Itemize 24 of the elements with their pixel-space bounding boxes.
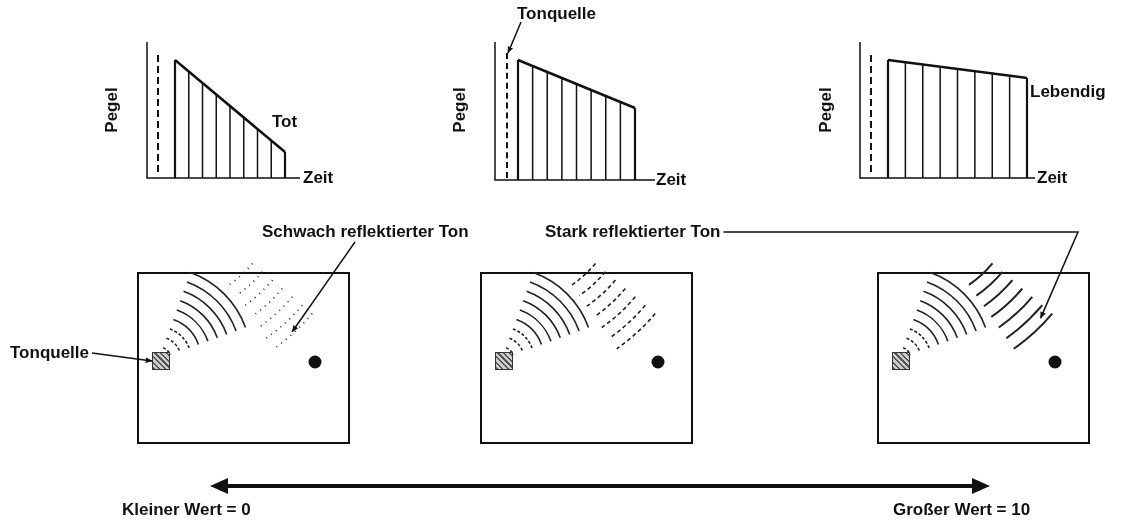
leader-line [91,352,153,363]
curve-label: Lebendig [1030,82,1106,102]
axis-label: Zeit [1037,168,1068,188]
callout-text: Schwach reflektierter Ton [262,222,469,242]
callout-text: Tonquelle [10,343,89,363]
leader-line [507,21,522,54]
curve-label: Tot [272,112,298,132]
axis-label: Pegel [450,87,470,133]
leader-line [722,231,1080,319]
axis-label: Zeit [303,168,334,188]
scale-label: Großer Wert = 10 [893,500,1031,520]
reflected-wave-drawing [968,262,1054,350]
axis-label: Pegel [102,87,122,133]
scale-label: Kleiner Wert = 0 [122,500,251,520]
leader-line [291,241,356,333]
sound-source-square [495,352,513,370]
axis-label: Zeit [656,170,687,190]
axis-label: Pegel [816,87,836,133]
sound-source-square [152,352,170,370]
reflected-wave-drawing [228,262,313,350]
callout-text: Stark reflektierter Ton [545,222,721,242]
dashed-line [506,53,510,178]
sound-source-square [892,352,910,370]
callout-text: Tonquelle [517,4,596,24]
